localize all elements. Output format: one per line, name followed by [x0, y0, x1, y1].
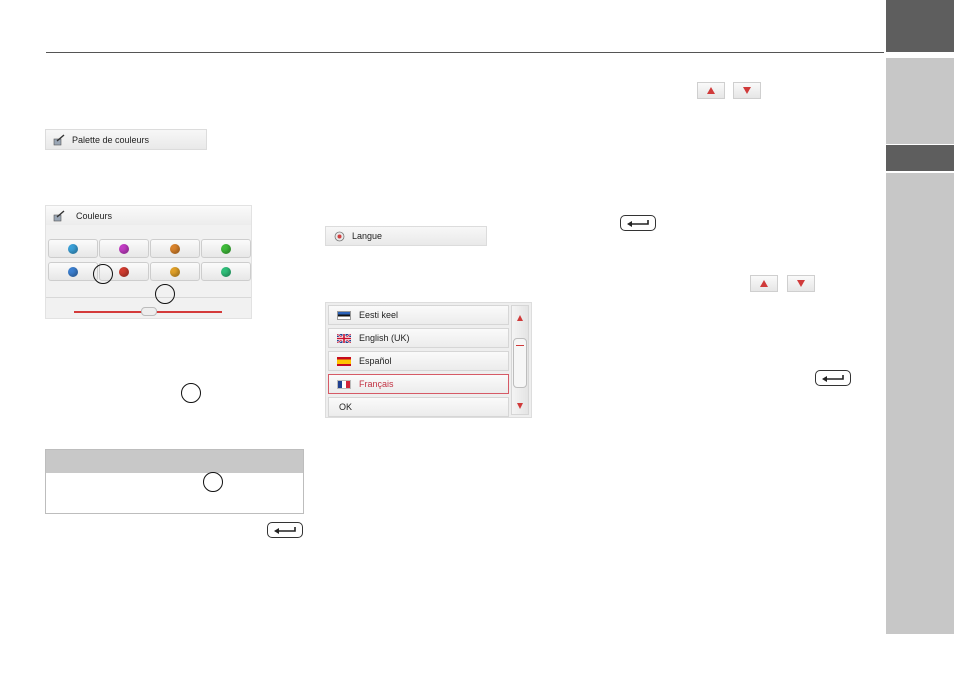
ok-button[interactable]: OK	[328, 397, 509, 417]
scroll-down-icon	[517, 403, 523, 409]
list-item[interactable]: Eesti keel	[328, 305, 509, 325]
back-arrow-icon	[822, 375, 844, 382]
colors-title-bar: Couleurs	[46, 206, 251, 225]
palette-de-couleurs-button[interactable]: Palette de couleurs	[45, 129, 207, 150]
france-flag-icon	[337, 379, 351, 389]
side-tab-1[interactable]	[886, 0, 954, 52]
color-swatch-button[interactable]	[201, 262, 251, 281]
language-label: English (UK)	[359, 333, 410, 343]
brush-icon	[52, 209, 66, 223]
colors-screen: Couleurs	[45, 205, 252, 319]
arrow-down-button[interactable]	[733, 82, 761, 99]
color-swatch-button[interactable]	[201, 239, 251, 258]
note-header	[46, 450, 303, 473]
back-arrow-icon	[274, 527, 296, 534]
arrow-up-icon	[707, 87, 715, 94]
color-swatch-button[interactable]	[48, 262, 98, 281]
header-divider	[46, 52, 884, 53]
back-button[interactable]	[620, 215, 656, 231]
ok-label: OK	[339, 402, 353, 412]
palette-button-label: Palette de couleurs	[72, 134, 150, 145]
note-box	[45, 449, 304, 514]
langue-button[interactable]: Langue	[325, 226, 487, 246]
language-label: Español	[359, 356, 392, 366]
globe-icon	[332, 229, 346, 243]
scroll-thumb[interactable]	[513, 338, 527, 388]
language-label: Eesti keel	[359, 310, 399, 320]
scroll-up-icon	[517, 315, 523, 321]
color-dot	[68, 266, 78, 277]
callout-circle	[181, 383, 201, 403]
callout-circle	[155, 284, 175, 304]
back-button[interactable]	[815, 370, 851, 386]
color-swatch-button[interactable]	[150, 262, 200, 281]
language-list: Eesti keel English (UK) Español Français…	[325, 302, 532, 418]
color-dot	[221, 243, 231, 254]
list-item[interactable]: English (UK)	[328, 328, 509, 348]
estonia-flag-icon	[337, 310, 351, 320]
arrow-up-icon	[760, 280, 768, 287]
back-button[interactable]	[267, 522, 303, 538]
list-item[interactable]: Español	[328, 351, 509, 371]
language-label: Français	[359, 379, 394, 389]
arrow-down-button[interactable]	[787, 275, 815, 292]
divider	[46, 297, 251, 298]
arrow-down-icon	[743, 87, 751, 94]
brush-icon	[52, 133, 66, 147]
color-dot	[221, 266, 231, 277]
spain-flag-icon	[337, 356, 351, 366]
langue-button-label: Langue	[352, 231, 383, 241]
arrow-up-button[interactable]	[750, 275, 778, 292]
color-dot	[68, 243, 78, 254]
side-tab-2[interactable]	[886, 58, 954, 144]
back-arrow-icon	[627, 220, 649, 227]
colors-title: Couleurs	[76, 210, 113, 221]
slider-thumb[interactable]	[141, 307, 157, 316]
color-dot	[119, 243, 129, 254]
color-swatch-button[interactable]	[150, 239, 200, 258]
arrow-up-button[interactable]	[697, 82, 725, 99]
callout-circle	[93, 264, 113, 284]
side-tab-3[interactable]	[886, 145, 954, 171]
color-swatch-button[interactable]	[99, 239, 149, 258]
arrow-down-icon	[797, 280, 805, 287]
color-dot	[170, 243, 180, 254]
side-tab-4[interactable]	[886, 173, 954, 634]
list-item-selected[interactable]: Français	[328, 374, 509, 394]
color-swatch-button[interactable]	[48, 239, 98, 258]
color-dot	[119, 266, 129, 277]
scrollbar[interactable]	[511, 305, 529, 415]
color-dot	[170, 266, 180, 277]
uk-flag-icon	[336, 332, 352, 344]
callout-circle	[203, 472, 223, 492]
